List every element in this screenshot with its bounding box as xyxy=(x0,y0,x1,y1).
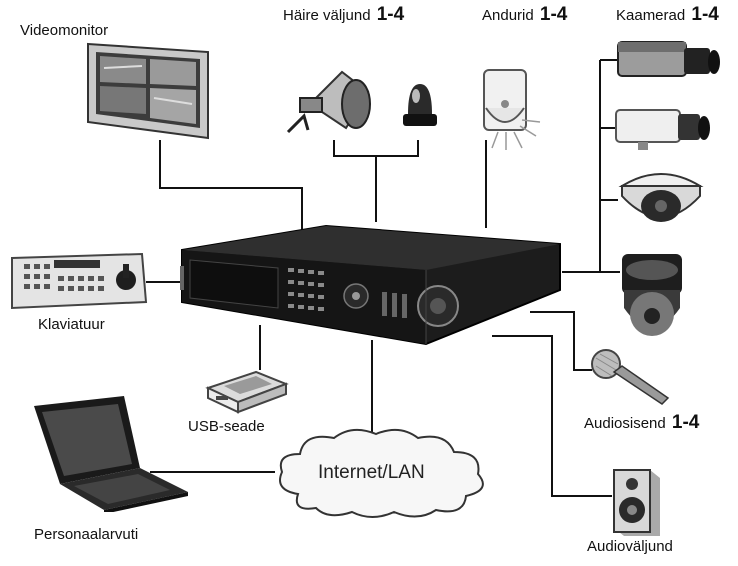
audiosisend-range: 1-4 xyxy=(671,412,700,433)
kaamerad-text: Kaamerad xyxy=(616,7,686,24)
label-videomonitor: Videomonitor xyxy=(20,22,109,39)
label-audiovaljund: Audioväljund xyxy=(587,538,673,555)
camera-icon xyxy=(614,32,724,88)
speaker-icon xyxy=(610,466,666,538)
label-audiosisend: Audiosisend 1-4 xyxy=(584,412,700,433)
usb-device-icon xyxy=(202,366,290,416)
andurid-range: 1-4 xyxy=(539,4,568,25)
dvr-recorder-icon xyxy=(176,222,564,346)
label-usb: USB-seade xyxy=(188,418,265,435)
label-andurid: Andurid 1-4 xyxy=(482,4,568,25)
haire-range: 1-4 xyxy=(376,4,405,25)
haire-text: Häire väljund xyxy=(283,7,371,24)
label-haire: Häire väljund 1-4 xyxy=(283,4,405,25)
alarm-horn-icon xyxy=(282,64,374,136)
label-klaviatuur: Klaviatuur xyxy=(38,316,105,333)
alarm-beacon-icon xyxy=(400,80,440,132)
motion-sensor-icon xyxy=(476,64,546,154)
laptop-icon xyxy=(28,396,192,514)
camera-icon xyxy=(612,100,712,156)
audiosisend-text: Audiosisend xyxy=(584,415,666,432)
label-internet: Internet/LAN xyxy=(318,462,425,483)
cloud-icon xyxy=(268,424,494,524)
keyboard-controller-icon xyxy=(8,250,148,312)
microphone-icon xyxy=(588,346,672,406)
dome-camera-icon xyxy=(618,166,704,238)
andurid-text: Andurid xyxy=(482,7,534,24)
label-personaalarvuti: Personaalarvuti xyxy=(34,526,139,543)
ptz-camera-icon xyxy=(618,250,686,346)
label-kaamerad: Kaamerad 1-4 xyxy=(616,4,719,25)
kaamerad-range: 1-4 xyxy=(691,4,719,25)
video-monitor-icon xyxy=(84,38,214,144)
